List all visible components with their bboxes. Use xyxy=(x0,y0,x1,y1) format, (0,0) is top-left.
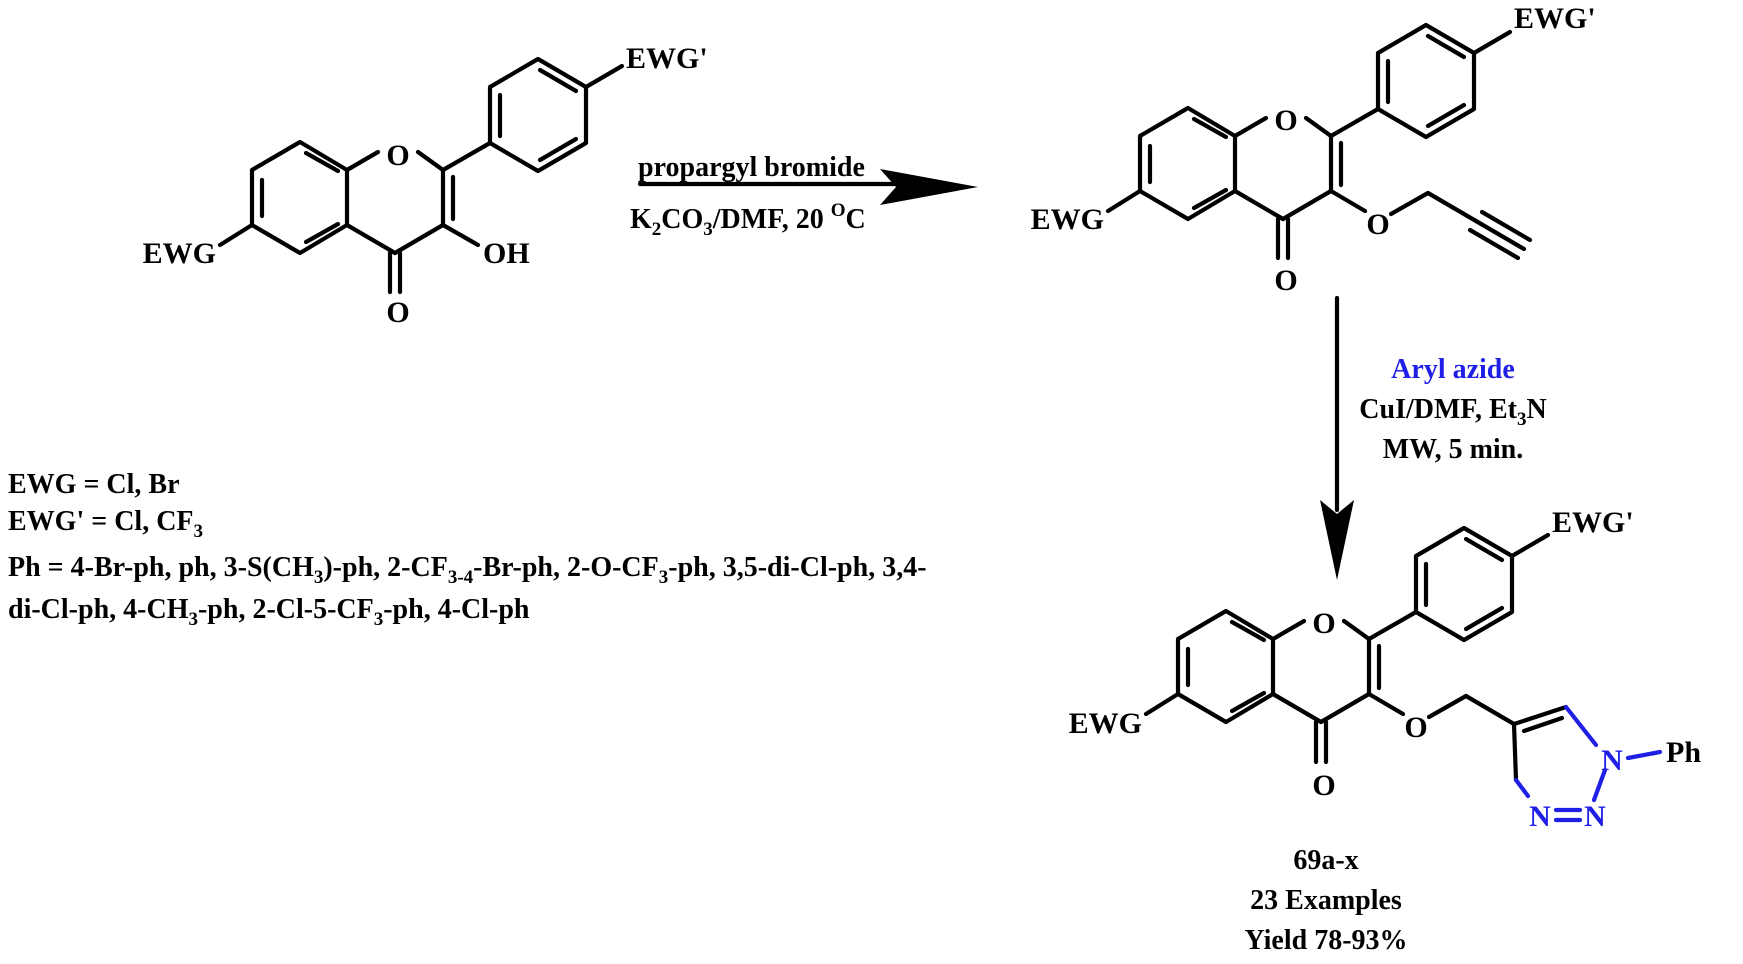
ewg-label: EWG xyxy=(1069,707,1142,740)
subscript: 3 xyxy=(188,609,198,630)
triazole-n3-label: N xyxy=(1529,800,1551,833)
text-run: -ph, 4-Cl-ph xyxy=(383,594,530,625)
product-id: 69a-x xyxy=(1293,845,1358,876)
step2-conditions-b: MW, 5 min. xyxy=(1383,434,1524,465)
subscript: 3 xyxy=(314,567,324,588)
reaction-arrow-2: Aryl azide CuI/DMF, Et3N MW, 5 min. xyxy=(1320,295,1547,580)
starting-material: O O OH EWG EWG' xyxy=(143,42,708,329)
ewg-definition: EWG = Cl, Br xyxy=(8,469,180,500)
reaction-arrow-1: propargyl bromide K2CO3/DMF, 20 OC xyxy=(630,152,978,240)
text-run: -ph, 2-Cl-5-CF xyxy=(198,594,374,625)
step1-conditions: K2CO3/DMF, 20 OC xyxy=(630,200,866,240)
ewg-prime-label: EWG' xyxy=(626,42,708,75)
carbonyl-oxygen-label: O xyxy=(1312,769,1335,802)
carbonyl-oxygen-label: O xyxy=(386,296,409,329)
carbonyl-oxygen-label: O xyxy=(1274,264,1297,297)
triazole-n1-label: N xyxy=(1601,744,1623,777)
ewg-label: EWG xyxy=(1031,203,1104,236)
text-run: di-Cl-ph, 4-CH xyxy=(8,594,189,625)
step2-reagent: Aryl azide xyxy=(1391,354,1515,385)
substituent-definitions: EWG = Cl, Br EWG' = Cl, CF3 Ph = 4-Br-ph… xyxy=(8,469,927,630)
ring-oxygen-label: O xyxy=(1312,607,1335,640)
ring-oxygen-label: O xyxy=(386,139,409,172)
product: O O O EWG EWG' N N N Ph 69a-x 23 Example… xyxy=(1069,506,1702,956)
triazole-n2-label: N xyxy=(1584,800,1606,833)
subscript: 3 xyxy=(374,609,384,630)
subscript: 3-4 xyxy=(448,567,474,588)
ewg-prime-label: EWG' xyxy=(1514,2,1596,35)
ph-definition-line-2: di-Cl-ph, 4-CH3-ph, 2-Cl-5-CF3-ph, 4-Cl-… xyxy=(8,594,530,630)
step2-conditions-a: CuI/DMF, Et3N xyxy=(1359,394,1546,430)
ewg-label: EWG xyxy=(143,237,216,270)
subscript: 3 xyxy=(659,567,669,588)
text-run: )-ph, 2-CF xyxy=(323,552,447,583)
text-run: -ph, 3,5-di-Cl-ph, 3,4- xyxy=(668,552,926,583)
product-yield: Yield 78-93% xyxy=(1244,925,1407,956)
ewg-prime-definition: EWG' = Cl, CF3 xyxy=(8,506,203,542)
ether-oxygen-label: O xyxy=(1404,711,1427,744)
text-run: Ph = 4-Br-ph, ph, 3-S(CH xyxy=(8,552,314,583)
phenyl-label: Ph xyxy=(1666,736,1701,769)
hydroxyl-label: OH xyxy=(483,237,530,270)
ring-oxygen-label: O xyxy=(1274,104,1297,137)
product-examples: 23 Examples xyxy=(1250,885,1402,916)
step1-reagent: propargyl bromide xyxy=(638,152,865,183)
ewg-prime-label: EWG' xyxy=(1552,506,1634,539)
ph-definition-line-1: Ph = 4-Br-ph, ph, 3-S(CH3)-ph, 2-CF3-4-B… xyxy=(8,552,927,588)
intermediate: O O O EWG EWG' xyxy=(1031,2,1596,297)
ether-oxygen-label: O xyxy=(1366,208,1389,241)
text-run: -Br-ph, 2-O-CF xyxy=(473,552,659,583)
